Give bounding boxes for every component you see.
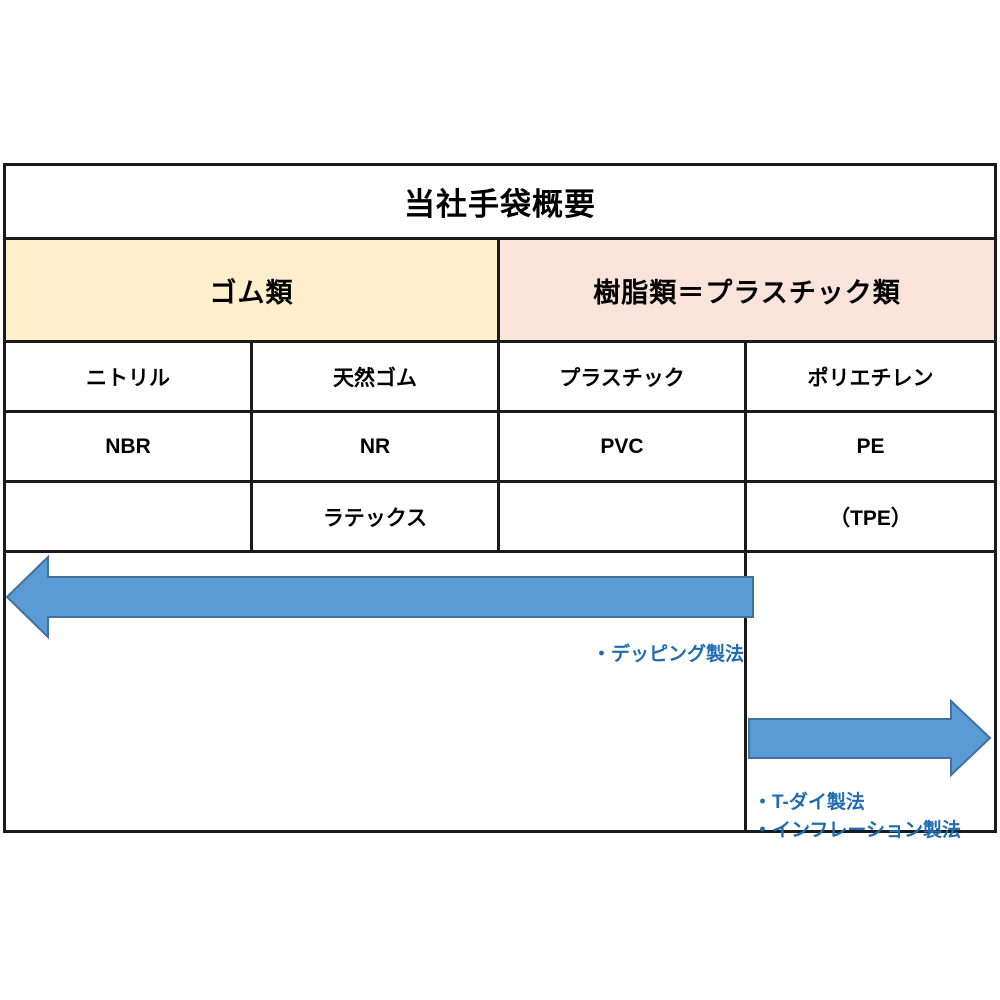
glove-overview-table: 当社手袋概要 ゴム類 樹脂類＝プラスチック類 ニトリル 天然ゴム プラスチック …	[3, 163, 997, 841]
table-title-row: 当社手袋概要	[6, 166, 994, 240]
cell-abbr-nr: NR	[253, 413, 500, 480]
dipping-process-arrow	[5, 554, 754, 640]
cell-secondary-nitrile-empty	[6, 483, 253, 550]
cell-secondary-latex: ラテックス	[253, 483, 500, 550]
group-header-resin: 樹脂類＝プラスチック類	[500, 240, 994, 340]
table-row: NBR NR PVC PE	[6, 413, 994, 483]
cell-material-plastic: プラスチック	[500, 343, 747, 410]
dipping-process-pane: ・デッピング製法	[5, 553, 754, 833]
table-row: ラテックス （TPE）	[6, 483, 994, 553]
cell-material-nitrile: ニトリル	[6, 343, 253, 410]
table-row: ニトリル 天然ゴム プラスチック ポリエチレン	[6, 343, 994, 413]
cell-abbr-pvc: PVC	[500, 413, 747, 480]
cell-material-natural-rubber: 天然ゴム	[253, 343, 500, 410]
process-method-row: ・デッピング製法 ・T-ダイ製法 ・インフレーション製法	[5, 553, 994, 841]
cell-material-polyethylene: ポリエチレン	[807, 366, 934, 390]
cell-abbr-nbr: NBR	[6, 413, 253, 480]
material-group-row: ゴム類 樹脂類＝プラスチック類	[6, 240, 994, 343]
cell-secondary-tpe: （TPE）	[829, 506, 912, 530]
annotation-dipping-method: ・デッピング製法	[591, 644, 744, 665]
cell-abbr-pe: PE	[856, 434, 885, 458]
group-header-rubber: ゴム類	[6, 240, 500, 340]
cell-secondary-plastic-empty	[500, 483, 747, 550]
extrusion-process-pane: ・T-ダイ製法 ・インフレーション製法	[747, 553, 994, 841]
extrusion-process-arrow	[748, 698, 992, 778]
annotation-inflation-method: ・インフレーション製法	[753, 820, 962, 841]
page-title: 当社手袋概要	[404, 187, 596, 222]
annotation-t-die-method: ・T-ダイ製法	[753, 792, 865, 813]
